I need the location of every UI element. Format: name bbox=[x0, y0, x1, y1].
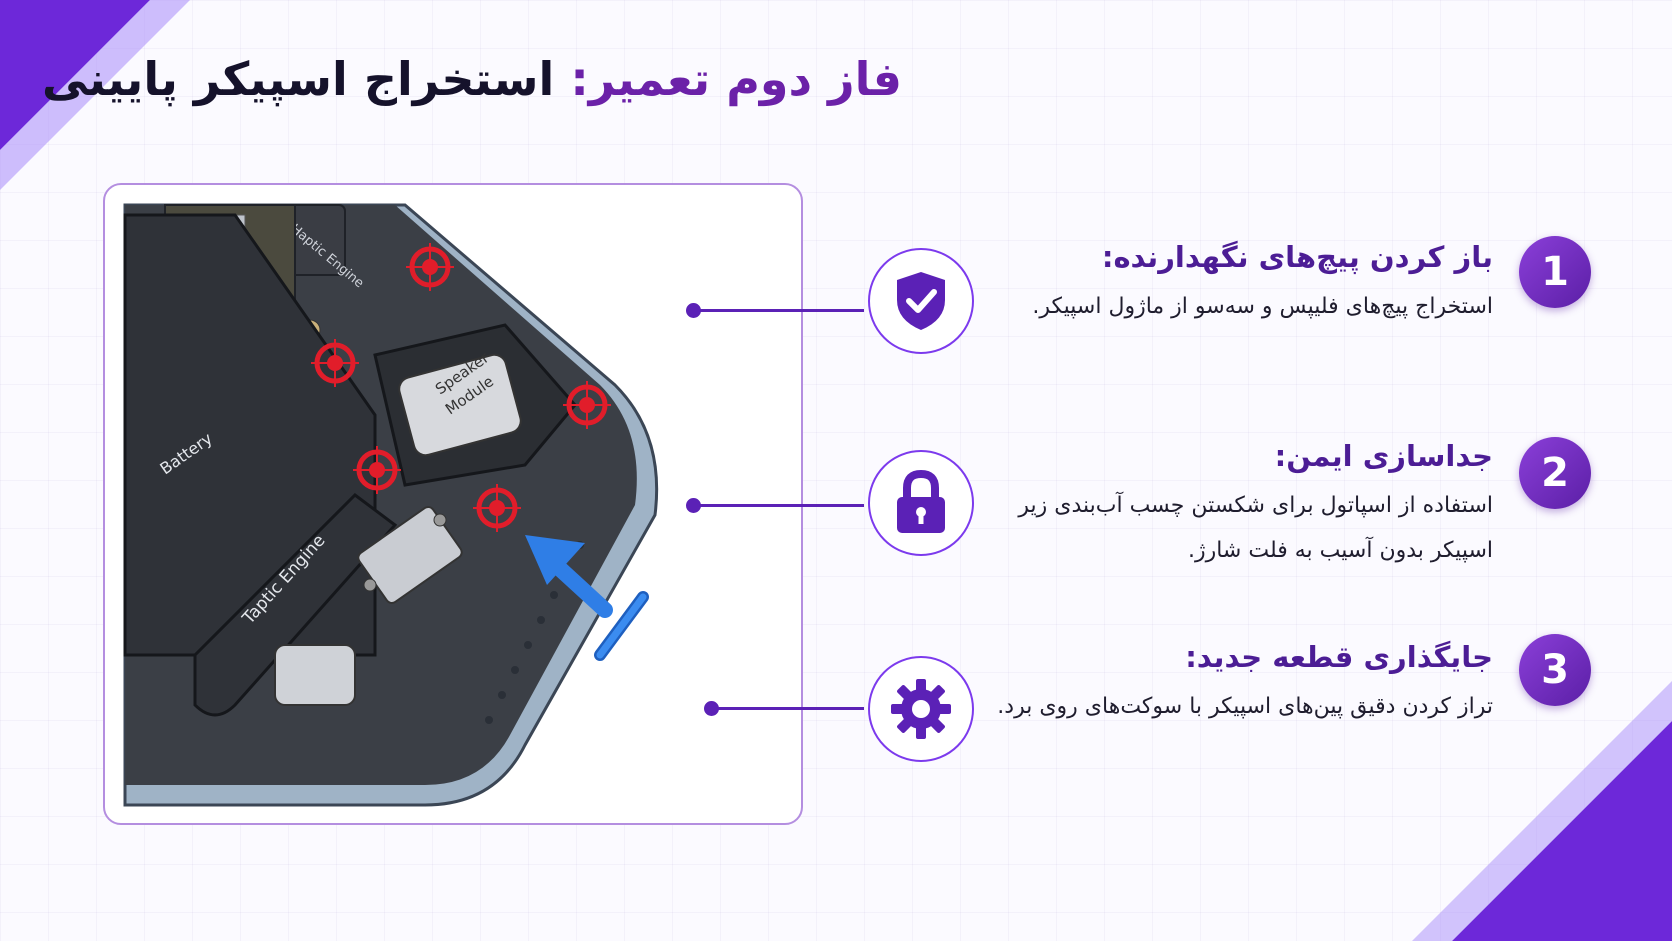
page-title: فاز دوم تعمیر: استخراج اسپیکر پایینی bbox=[41, 52, 903, 106]
step-3-icon-circle bbox=[868, 656, 974, 762]
step-3-title: جایگذاری قطعه جدید: bbox=[1185, 640, 1493, 674]
step-1-body: استخراج پیچ‌های فلیپس و سه‌سو از ماژول ا… bbox=[1032, 294, 1493, 319]
screw-marker bbox=[311, 339, 359, 387]
step-1-number-badge: 1 bbox=[1519, 236, 1591, 308]
phone-internals-diagram: Haptic Engine Battery Speaker Module Tap… bbox=[123, 203, 659, 807]
connector-dot bbox=[704, 701, 719, 716]
shield-check-icon bbox=[897, 272, 945, 330]
step-2-title: جداسازی ایمن: bbox=[1274, 439, 1493, 473]
connector-dot bbox=[686, 303, 701, 318]
gear-icon bbox=[891, 679, 951, 739]
corner-decoration-top-left bbox=[0, 0, 190, 190]
step-3-number-badge: 3 bbox=[1519, 634, 1591, 706]
connector-line-2 bbox=[686, 498, 864, 513]
screw-marker bbox=[473, 484, 521, 532]
insert-arrow-icon bbox=[525, 535, 613, 618]
connector-dot bbox=[686, 498, 701, 513]
step-3: جایگذاری قطعه جدید: تراز کردن دقیق پین‌ه… bbox=[993, 640, 1493, 729]
screw-marker bbox=[353, 446, 401, 494]
step-3-body: تراز کردن دقیق پین‌های اسپیکر با سوکت‌ها… bbox=[997, 694, 1493, 719]
screw-marker bbox=[563, 381, 611, 429]
screw-markers bbox=[311, 243, 611, 532]
step-1-title: باز کردن پیچ‌های نگهدارنده: bbox=[1101, 240, 1493, 274]
screw-marker bbox=[406, 243, 454, 291]
step-2-body: استفاده از اسپاتول برای شکستن چسب آب‌بند… bbox=[1018, 493, 1493, 563]
step-2-icon-circle bbox=[868, 450, 974, 556]
title-main: استخراج اسپیکر پایینی bbox=[41, 52, 555, 106]
connector-line-3 bbox=[704, 701, 864, 716]
step-2-number-badge: 2 bbox=[1519, 437, 1591, 509]
step-1-icon-circle bbox=[868, 248, 974, 354]
corner-decoration-bottom-right bbox=[1412, 681, 1672, 941]
title-accent: فاز دوم تعمیر: bbox=[570, 52, 902, 106]
spudger-tool-icon bbox=[594, 591, 649, 661]
padlock-icon bbox=[897, 470, 945, 533]
step-1: باز کردن پیچ‌های نگهدارنده: استخراج پیچ‌… bbox=[993, 240, 1493, 329]
step-2: جداسازی ایمن: استفاده از اسپاتول برای شک… bbox=[993, 439, 1493, 573]
connector-line-1 bbox=[686, 303, 864, 318]
